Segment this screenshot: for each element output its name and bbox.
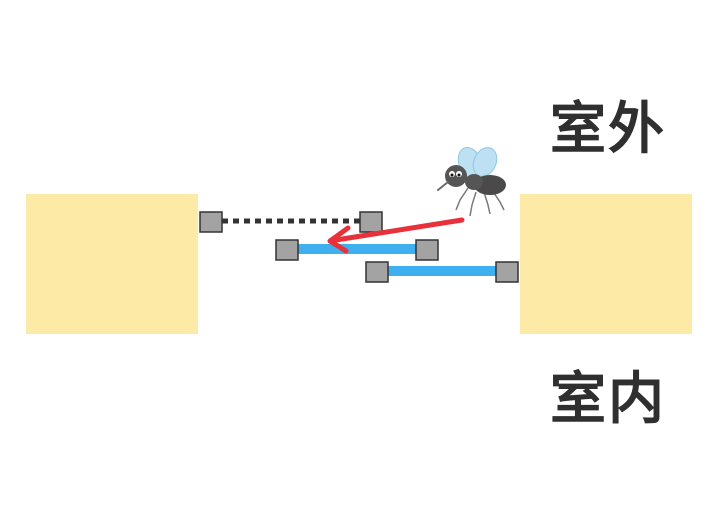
right-wall-block <box>520 194 692 334</box>
lower-screen-left-block <box>365 261 389 283</box>
left-wall-block <box>26 194 198 334</box>
right-anchor-block <box>495 261 519 283</box>
left-anchor-block <box>199 211 223 233</box>
top-slider-block <box>359 211 383 233</box>
lower-screen-bar <box>388 266 498 276</box>
upper-screen-left-block <box>275 239 299 261</box>
upper-screen-right-block <box>415 239 439 261</box>
indoor-label: 室内 <box>550 367 666 432</box>
outdoor-label: 室外 <box>550 97 666 162</box>
arrow-left-icon <box>327 217 465 254</box>
upper-screen-bar <box>296 244 418 254</box>
mosquito-icon <box>437 147 506 217</box>
